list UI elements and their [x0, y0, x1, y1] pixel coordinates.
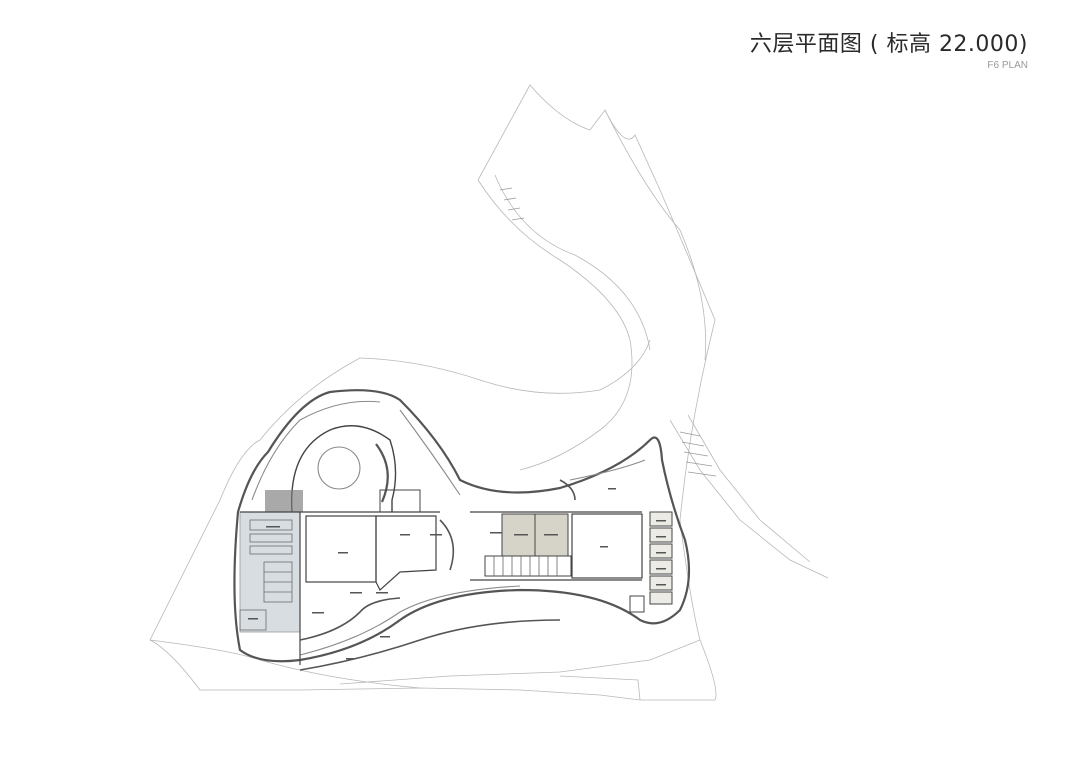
stair-core-east	[629, 595, 645, 613]
east-room-column	[649, 511, 673, 605]
east-block	[484, 513, 643, 579]
central-rooms	[305, 515, 437, 591]
stair-core-west	[265, 490, 303, 512]
drawing-title: 六层平面图 ( 标高 22.000)	[749, 32, 1028, 57]
west-wing-rooms	[239, 519, 293, 631]
drawing-title-block: 六层平面图 ( 标高 22.000) F6 PLAN	[750, 26, 1028, 71]
building-outline	[233, 389, 691, 663]
drawing-subtitle: F6 PLAN	[987, 60, 1028, 71]
circular-hall	[290, 425, 397, 513]
ramps	[299, 479, 576, 671]
road-hatch	[499, 187, 717, 477]
room-label-marks	[248, 488, 666, 660]
stair-core-center	[379, 489, 421, 513]
